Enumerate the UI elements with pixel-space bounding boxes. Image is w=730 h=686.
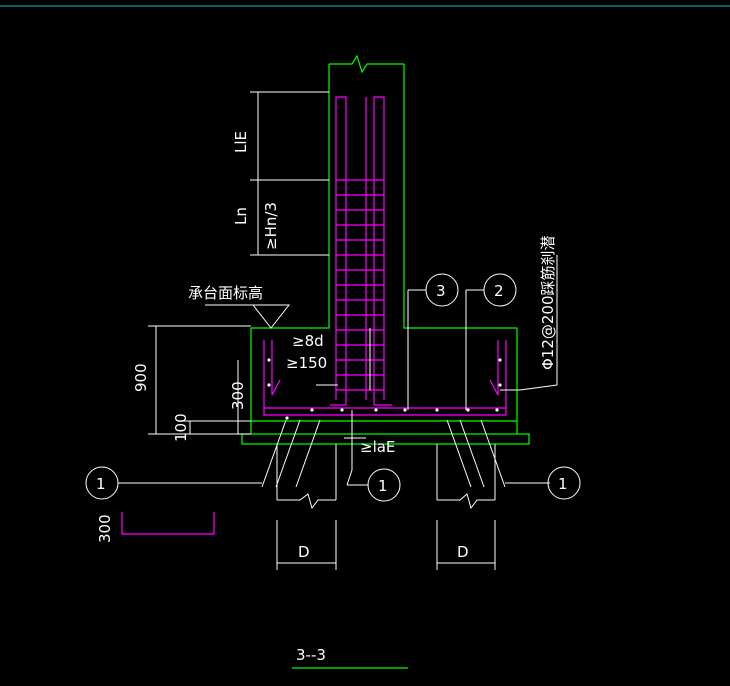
callout-circles	[85, 273, 581, 502]
u-bar-detail	[121, 512, 215, 535]
label-ge150: ≥150	[286, 354, 327, 372]
label-dim-100: 100	[172, 413, 190, 442]
callout-1-left: 1	[96, 475, 106, 493]
dimension-lines	[118, 91, 558, 486]
label-ln: Ln	[232, 207, 250, 225]
label-pile-d-right: D	[457, 543, 469, 561]
rebar-dots	[267, 358, 502, 420]
label-stirrup-note: Φ12@200踩筋刹潜	[539, 235, 557, 370]
label-dim-300-left: 300	[96, 514, 114, 543]
callout-1-mid: 1	[378, 477, 388, 495]
callout-3: 3	[436, 282, 446, 300]
callout-1-right: 1	[558, 475, 568, 493]
concrete-outline	[241, 54, 530, 445]
label-hn3: ≥Hn/3	[262, 202, 280, 250]
callout-2: 2	[494, 282, 504, 300]
label-dim-900: 900	[132, 363, 150, 392]
label-cap-top-elevation: 承台面标高	[188, 284, 263, 302]
label-lae: ≥laE	[360, 438, 395, 456]
piles	[261, 419, 506, 570]
label-dim-300-side: 300	[229, 381, 247, 410]
section-title: 3--3	[296, 646, 326, 664]
label-pile-d-left: D	[298, 543, 310, 561]
label-lle: LlE	[232, 131, 250, 153]
label-ge8d: ≥8d	[292, 332, 324, 350]
